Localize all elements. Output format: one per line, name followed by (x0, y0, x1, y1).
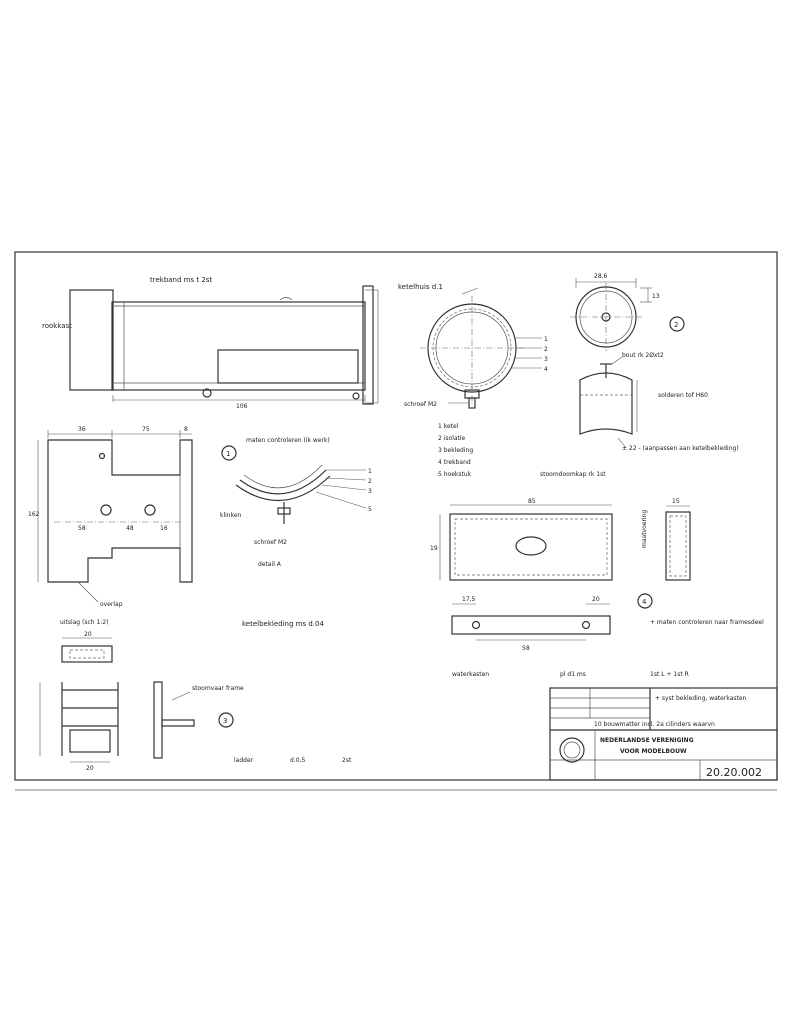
ladder-frame-label: stoomvaar frame (192, 685, 244, 692)
svg-text:58: 58 (522, 645, 530, 652)
unroll-label: uitslag (sch 1:2) (60, 619, 108, 626)
svg-text:3: 3 (223, 717, 227, 725)
svg-text:3: 3 (544, 356, 548, 363)
svg-text:2: 2 (544, 346, 548, 353)
dome-cut-note: ± 22 - (aanpassen aan ketelbekleding) (622, 445, 739, 452)
detail-a-label: detail A (258, 561, 282, 568)
detail-two-marker (669, 316, 685, 332)
ladder-material: d.0,5 (290, 757, 305, 764)
association-seal (559, 737, 585, 763)
tank-depth-note: maatvoering (641, 510, 648, 548)
svg-text:17,5: 17,5 (462, 596, 476, 603)
ladder-label: ladder (234, 757, 254, 764)
drawing-number: 20.20.002 (706, 766, 762, 779)
svg-text:20: 20 (592, 596, 600, 603)
water-tank-view: 85 19 15 maatvoering 17,5 58 20 4 + mate… (430, 498, 764, 678)
smokebox-view: trekband ms t 2st rookkast 106 (42, 276, 379, 410)
svg-text:5 hoekstuk: 5 hoekstuk (438, 471, 472, 478)
organization-line-2: VOOR MODELBOUW (620, 748, 687, 755)
tank-depth-dim: 15 (672, 498, 680, 505)
svg-text:75: 75 (142, 426, 150, 433)
svg-text:2: 2 (674, 321, 678, 329)
overlap-label: overlap (100, 601, 123, 608)
svg-text:4 trekband: 4 trekband (438, 459, 471, 466)
water-tank-count: 1st L + 1st R (650, 671, 689, 678)
ladder-count: 2st (342, 757, 352, 764)
chimney-label: rookkast (42, 322, 72, 330)
svg-text:2: 2 (368, 478, 372, 485)
dome-material-label: stoomdoomkap rk 1st (540, 471, 606, 478)
title-block: + syst bekleding, waterkasten 10 bouwmat… (549, 687, 778, 781)
boiler-shell-label: ketelhuis d.1 (398, 283, 443, 291)
cladding-label: ketelbekleding ms d.04 (242, 620, 324, 628)
svg-text:1: 1 (368, 468, 372, 475)
svg-text:4: 4 (642, 598, 647, 606)
svg-text:3 bekleding: 3 bekleding (438, 447, 473, 454)
svg-text:36: 36 (78, 426, 86, 433)
svg-text:48: 48 (126, 525, 134, 532)
water-tank-label: waterkasten (452, 671, 489, 678)
dome-bolt-label: bout rk 2Øxt2 (622, 352, 664, 359)
tension-band-label: trekband ms t 2st (150, 276, 212, 284)
tank-check-note: + maten controleren naar framesdeel (650, 619, 764, 626)
ladder-bottom-dim: 20 (86, 765, 94, 772)
dome-solder-label: solderen tof H60 (658, 392, 708, 399)
detail-a-view: 1 maten controleren (ik werk) 1 2 3 5 kl… (220, 437, 372, 628)
svg-text:3: 3 (368, 488, 372, 495)
smokebox-length-dim: 106 (236, 403, 248, 410)
dome-view: 28,6 13 2 bout rk 2Øxt2 solderen tof H60… (540, 273, 739, 478)
water-tank-material: pl d1 ms (560, 671, 586, 678)
detail-check-note: maten controleren (ik werk) (246, 437, 330, 444)
ladder-view: 20 20 stoomvaar frame 3 ladder d.0,5 2st (39, 631, 352, 772)
detail-screw-label: schroef M2 (254, 539, 287, 546)
svg-text:4: 4 (544, 366, 548, 373)
svg-text:8: 8 (184, 426, 188, 433)
svg-text:5: 5 (368, 506, 372, 513)
boiler-section-view: ketelhuis d.1 1 2 3 4 schroef M2 1 ketel… (398, 283, 548, 478)
dome-height-dim: 13 (652, 293, 660, 300)
boiler-parts-legend: 1 ketel 2 isolatie 3 bekleding 4 trekban… (438, 423, 473, 478)
svg-text:16: 16 (160, 525, 168, 532)
tank-width-dim: 85 (528, 498, 536, 505)
title-description: + syst bekleding, waterkasten (655, 695, 747, 702)
sheet-border (14, 251, 778, 781)
svg-text:1 ketel: 1 ketel (438, 423, 459, 430)
detail-one-marker (221, 445, 237, 461)
plate-height-dim: 162 (28, 511, 40, 518)
organization-line-1: NEDERLANDSE VERENIGING (600, 737, 694, 744)
side-plate-view: 36 75 8 162 58 48 16 overlap uitslag (sc… (28, 426, 193, 626)
tank-height-dim: 19 (430, 545, 438, 552)
ladder-top-dim: 20 (84, 631, 92, 638)
svg-text:2 isolatie: 2 isolatie (438, 435, 466, 442)
svg-text:1: 1 (544, 336, 548, 343)
dome-diameter-dim: 28,6 (594, 273, 608, 280)
svg-text:1: 1 (226, 450, 230, 458)
clamp-label: klinken (220, 512, 242, 519)
svg-text:58: 58 (78, 525, 86, 532)
title-note: 10 bouwmatter incl. 2a cilinders waarvn (594, 721, 715, 728)
detail-three-marker (218, 712, 234, 728)
detail-four-marker (637, 593, 653, 609)
boiler-screw-label: schroef M2 (404, 401, 437, 408)
